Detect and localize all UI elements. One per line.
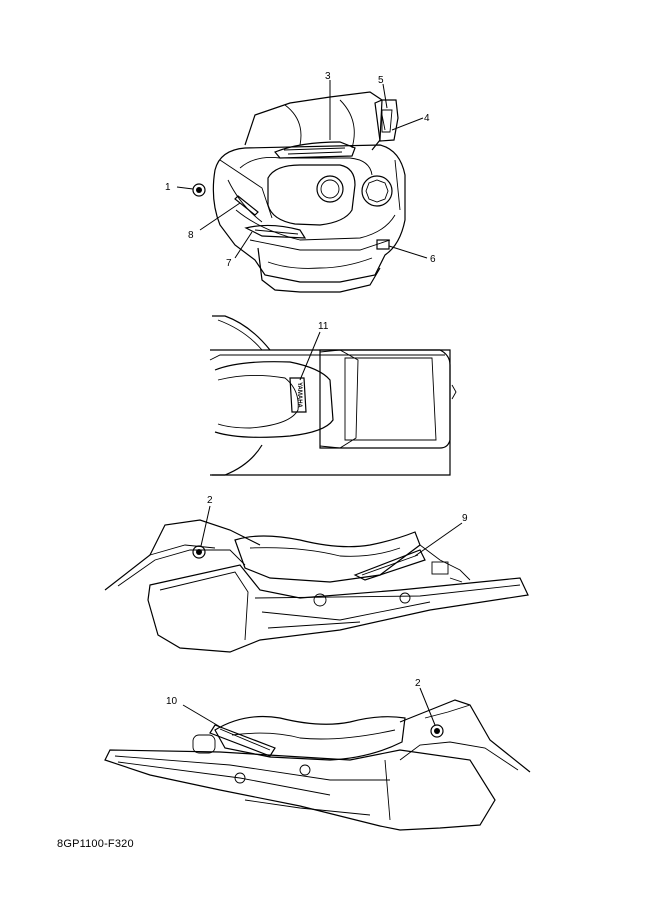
callout-8: 8 [188, 230, 194, 241]
right-side-view: 10 2 [104, 678, 531, 831]
figure-code: 8GP1100-F320 [57, 838, 134, 850]
callout-9: 9 [462, 513, 468, 524]
callout-5: 5 [378, 75, 384, 86]
callout-4: 4 [424, 113, 430, 124]
callout-11: 11 [318, 321, 329, 332]
callout-2-lower: 2 [415, 678, 421, 689]
callout-6: 6 [430, 254, 436, 265]
top-view: YAMAHA 11 [209, 315, 457, 476]
callout-7: 7 [226, 258, 232, 269]
left-side-view: 2 9 [104, 495, 529, 653]
front-view: 3 5 4 1 8 7 6 [165, 71, 436, 293]
callout-2-upper: 2 [207, 495, 213, 506]
callout-3: 3 [325, 71, 331, 82]
callout-10: 10 [166, 696, 178, 707]
decal-brand-text: YAMAHA [296, 382, 302, 408]
callout-1: 1 [165, 182, 171, 193]
